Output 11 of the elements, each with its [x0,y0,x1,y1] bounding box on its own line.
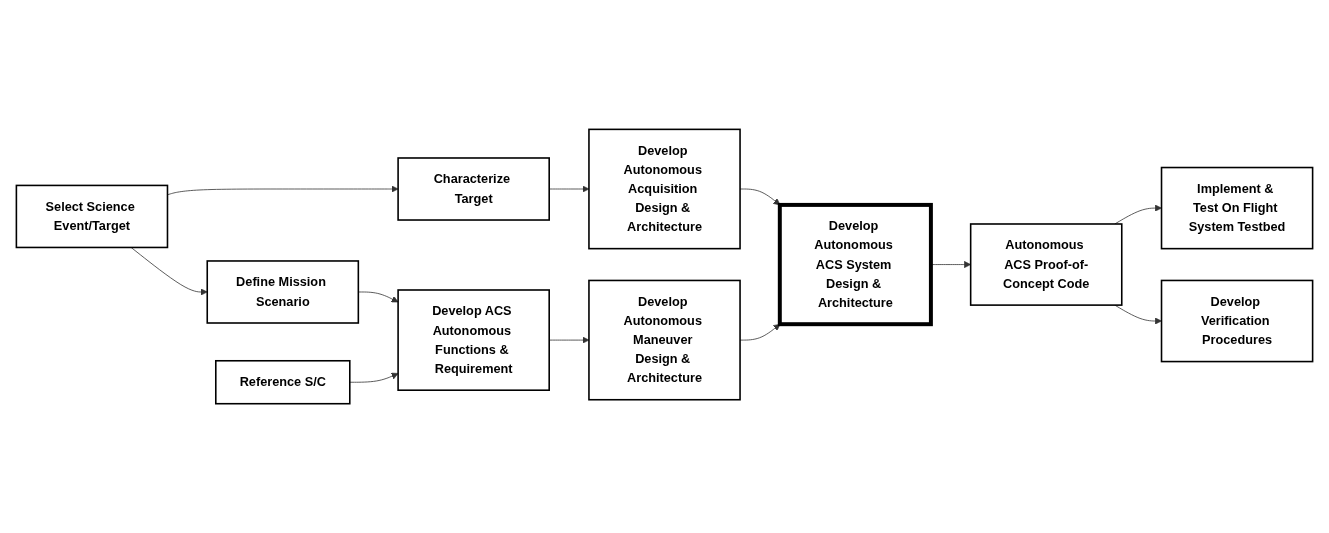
node-box: Develop Autonomous ACS System Design & Architecture [777,202,933,327]
node-box: Develop Autonomous Maneuver Design & Architecture [588,279,741,401]
node-box: Characterize Target [397,157,550,221]
node-box: Define Mission Scenario [206,260,360,324]
node-box: Develop Autonomous Acquisition Design & Architecture [588,128,741,250]
node-box: Develop Verification Procedures [1160,279,1314,363]
node-box: Implement & Test On Flight System Testbed [1160,166,1314,250]
node-box: Develop ACS Autonomous Functions & Requirement [397,289,550,391]
node-box: Reference S/C [215,359,351,405]
node-box: Select Science Event/Target [15,184,169,249]
node-box: Autonomous ACS Proof-of-Concept Code [969,223,1123,306]
